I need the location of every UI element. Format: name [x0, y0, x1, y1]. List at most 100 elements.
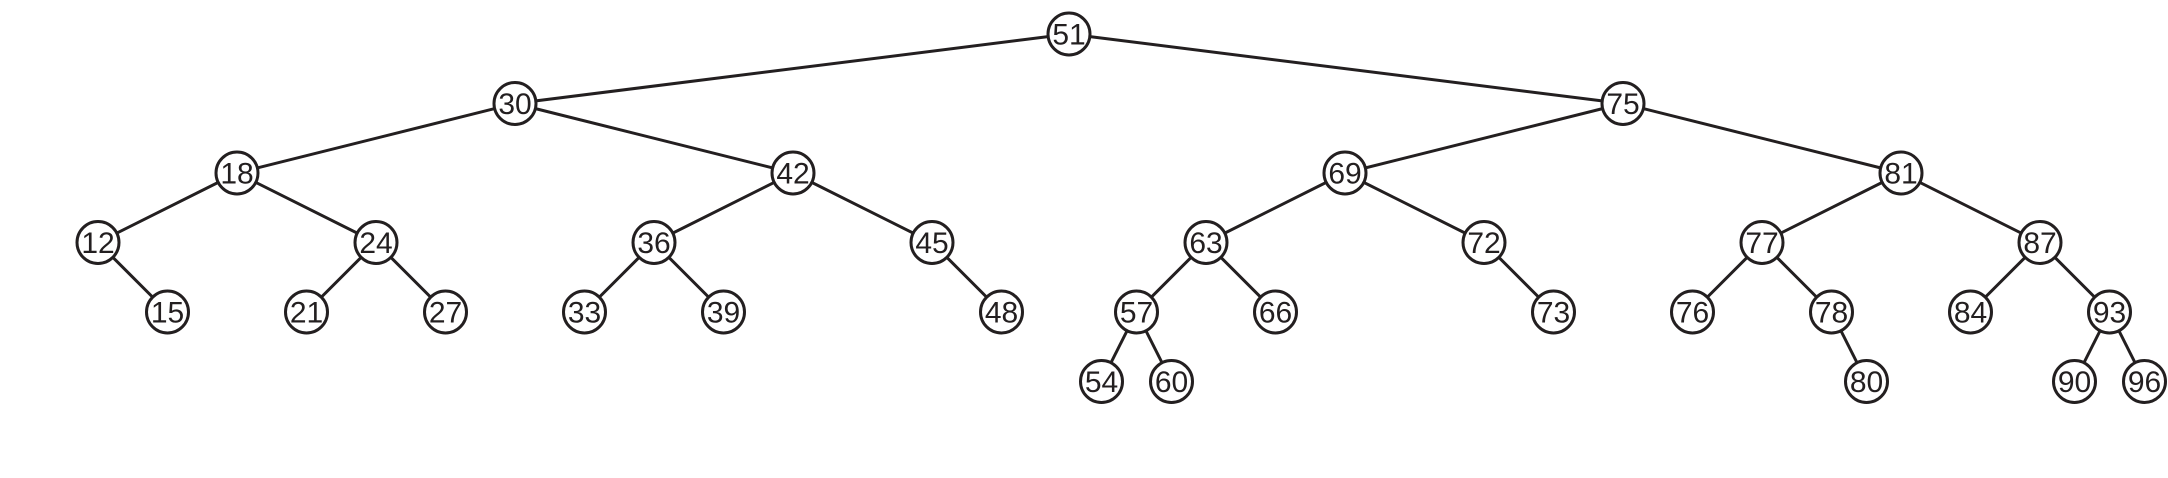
- node-circle: [1948, 289, 1993, 335]
- tree-node-39: 39: [701, 289, 746, 335]
- tree-node-73: 73: [1531, 289, 1576, 335]
- node-circle: [284, 289, 329, 335]
- node-label: 72: [1467, 227, 1500, 260]
- node-label: 90: [2058, 366, 2091, 399]
- node-label: 33: [568, 297, 601, 330]
- tree-edge-69-63: [1205, 171, 1346, 244]
- tree-node-54: 54: [1079, 359, 1124, 404]
- node-circle: [75, 220, 121, 265]
- node-label: 39: [707, 297, 740, 330]
- tree-node-30: 30: [492, 81, 538, 126]
- tree-nodes: 51 30 18 12 15 24 21 27 42 36 33 39 45 48 75 69 63 57 54 60…: [75, 11, 2167, 404]
- node-circle: [1809, 289, 1854, 335]
- node-circle: [909, 220, 955, 265]
- node-circle: [1079, 359, 1124, 404]
- node-label: 66: [1259, 297, 1292, 330]
- node-circle: [1114, 289, 1159, 335]
- tree-node-75: 75: [1600, 81, 1646, 126]
- node-circle: [2052, 359, 2097, 404]
- tree-node-78: 78: [1809, 289, 1854, 335]
- tree-node-72: 72: [1461, 220, 1507, 265]
- tree-node-84: 84: [1948, 289, 1993, 335]
- tree-node-45: 45: [909, 220, 955, 265]
- tree-node-36: 36: [631, 220, 677, 265]
- node-circle: [1844, 359, 1889, 404]
- tree-node-77: 77: [1739, 220, 1785, 265]
- node-label: 77: [1745, 227, 1778, 260]
- node-label: 18: [220, 158, 253, 191]
- tree-node-21: 21: [284, 289, 329, 335]
- node-circle: [1600, 81, 1646, 126]
- tree-node-81: 81: [1878, 150, 1924, 196]
- node-label: 76: [1676, 297, 1709, 330]
- tree-node-18: 18: [214, 150, 260, 196]
- tree-node-96: 96: [2122, 359, 2167, 404]
- tree-node-48: 48: [979, 289, 1024, 335]
- tree-edge-69-72: [1344, 171, 1485, 244]
- node-label: 51: [1052, 19, 1085, 52]
- tree-node-15: 15: [145, 289, 190, 335]
- node-circle: [492, 81, 538, 126]
- tree-edge-30-18: [236, 102, 516, 175]
- node-circle: [1461, 220, 1507, 265]
- node-label: 21: [290, 297, 323, 330]
- tree-node-24: 24: [353, 220, 399, 265]
- tree-node-90: 90: [2052, 359, 2097, 404]
- node-circle: [353, 220, 399, 265]
- tree-edge-75-69: [1344, 102, 1624, 175]
- node-circle: [1878, 150, 1924, 196]
- node-label: 12: [81, 227, 114, 260]
- node-label: 69: [1328, 158, 1361, 191]
- node-label: 48: [985, 297, 1018, 330]
- node-circle: [1531, 289, 1576, 335]
- node-circle: [1046, 11, 1092, 57]
- node-circle: [1183, 220, 1229, 265]
- node-circle: [2122, 359, 2167, 404]
- node-label: 75: [1606, 88, 1639, 121]
- tree-node-42: 42: [770, 150, 816, 196]
- tree-edge-51-30: [514, 32, 1070, 105]
- tree-node-27: 27: [423, 289, 468, 335]
- node-label: 93: [2093, 297, 2126, 330]
- node-label: 57: [1120, 297, 1153, 330]
- tree-edge-81-87: [1900, 171, 2041, 244]
- tree-edge-81-77: [1761, 171, 1902, 244]
- node-circle: [214, 150, 260, 196]
- node-circle: [1739, 220, 1785, 265]
- node-circle: [1149, 359, 1194, 404]
- tree-node-63: 63: [1183, 220, 1229, 265]
- node-circle: [2087, 289, 2132, 335]
- node-label: 84: [1954, 297, 1987, 330]
- node-label: 45: [915, 227, 948, 260]
- tree-node-93: 93: [2087, 289, 2132, 335]
- node-label: 15: [151, 297, 184, 330]
- tree-node-33: 33: [562, 289, 607, 335]
- node-label: 24: [359, 227, 392, 260]
- node-circle: [2017, 220, 2063, 265]
- tree-node-76: 76: [1670, 289, 1715, 335]
- node-circle: [701, 289, 746, 335]
- node-label: 27: [429, 297, 462, 330]
- tree-edge-42-36: [653, 171, 794, 244]
- tree-node-87: 87: [2017, 220, 2063, 265]
- node-label: 78: [1815, 297, 1848, 330]
- node-circle: [1322, 150, 1368, 196]
- node-circle: [770, 150, 816, 196]
- node-label: 36: [637, 227, 670, 260]
- node-circle: [562, 289, 607, 335]
- node-label: 80: [1850, 366, 1883, 399]
- node-circle: [423, 289, 468, 335]
- tree-node-66: 66: [1253, 289, 1298, 335]
- tree-edge-18-12: [97, 171, 238, 244]
- tree-node-51: 51: [1046, 11, 1092, 57]
- node-label: 96: [2128, 366, 2161, 399]
- node-circle: [1253, 289, 1298, 335]
- tree-node-60: 60: [1149, 359, 1194, 404]
- node-label: 87: [2023, 227, 2056, 260]
- node-circle: [1670, 289, 1715, 335]
- node-label: 63: [1189, 227, 1222, 260]
- tree-edge-30-42: [514, 102, 794, 175]
- node-label: 73: [1537, 297, 1570, 330]
- node-label: 81: [1884, 158, 1917, 191]
